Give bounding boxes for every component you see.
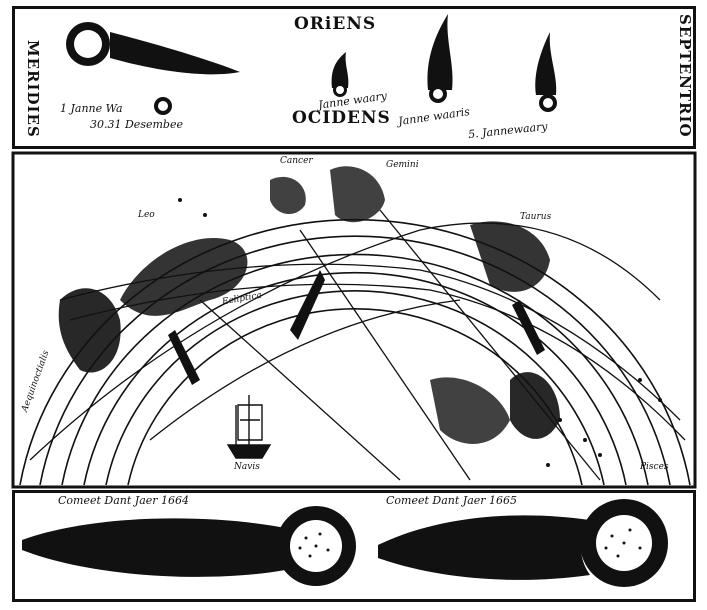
- comet-jan-5-icon: [535, 32, 557, 112]
- top-panel: [12, 6, 696, 149]
- pisces-label: Pisces: [640, 462, 669, 472]
- taurus-label: Taurus: [520, 212, 552, 222]
- occidens-label: OCIDENS: [292, 108, 391, 128]
- comet-dec-icon: [66, 22, 240, 75]
- bottom-panel: [12, 490, 696, 602]
- star-dots: [178, 198, 662, 467]
- oriens-label: ORiENS: [294, 14, 377, 34]
- comet-jan-1-icon: [331, 52, 349, 97]
- comet-1664-caption: Comeet Dant Jaer 1664: [58, 494, 190, 507]
- cancer-label: Cancer: [280, 156, 313, 166]
- date-left-1: 1 Janne Wa: [60, 102, 123, 115]
- date-left-2: 30.31 Desembee: [90, 118, 183, 131]
- gemini-label: Gemini: [386, 160, 419, 170]
- leo-label: Leo: [138, 210, 155, 220]
- small-star-icon: [154, 97, 172, 115]
- comet-1665-caption: Comeet Dant Jaer 1665: [386, 494, 518, 507]
- comet-core-dots: [298, 528, 642, 558]
- comet-1665-icon: [378, 499, 668, 587]
- ship-navis-icon: [226, 395, 272, 459]
- comet-jan-3-icon: [427, 14, 453, 103]
- navis-label: Navis: [234, 462, 260, 472]
- mid-panel: [11, 151, 697, 489]
- constellation-figures: [58, 166, 560, 444]
- comet-1664-icon: [22, 506, 356, 586]
- sky-arcs: [19, 218, 691, 486]
